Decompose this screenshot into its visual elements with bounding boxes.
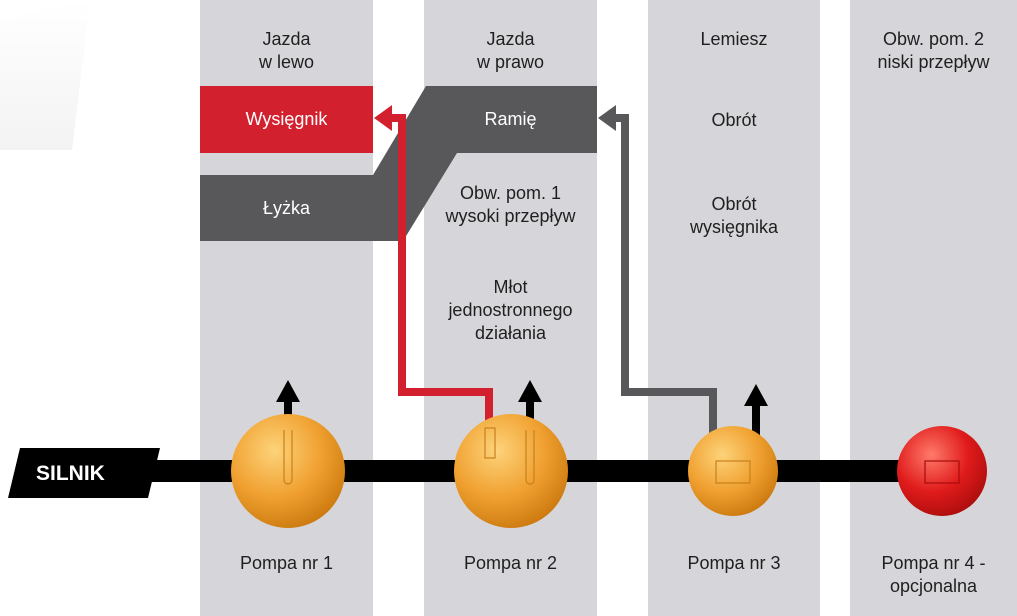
ramie-box: Ramię — [484, 109, 537, 129]
pump2-outlet-arrowhead — [518, 380, 542, 402]
pump-2 — [454, 414, 568, 528]
lyzka-box-bg — [200, 175, 373, 241]
pump-2-label: Pompa nr 2 — [463, 553, 558, 573]
pump-2-port — [484, 427, 496, 459]
pump-1 — [231, 414, 345, 528]
wysiegnik-box-bg — [200, 86, 373, 153]
pump-1-outline — [283, 430, 293, 485]
pump-1-label: Pompa nr 1 — [239, 553, 334, 573]
obrot-label: Obrót — [711, 110, 757, 130]
pump-4-label: Pompa nr 4 - opcjonalna — [881, 553, 986, 596]
pump3-to-ramie-line — [612, 114, 717, 440]
header-lemiesz: Lemiesz — [700, 29, 768, 49]
lyzka-box: Łyżka — [262, 197, 311, 218]
header-obw-pom-2: Obw. pom. 2 niski przepływ — [877, 29, 990, 72]
pump3-outlet-stem — [752, 404, 760, 446]
ramie-arrowhead — [598, 105, 616, 131]
pump-3-label: Pompa nr 3 — [687, 553, 781, 573]
obw-pom-1-label: Obw. pom. 1 wysoki przepływ — [445, 183, 576, 226]
pump2-to-wysiegnik-line — [388, 114, 493, 430]
pump-4-port — [924, 460, 960, 484]
mlot-label: Młot jednostronnego działania — [448, 277, 573, 343]
pump-2-outline — [525, 430, 535, 485]
decorative-panel — [0, 0, 90, 150]
wysiegnik-arrowhead — [374, 105, 392, 131]
pump1-outlet-arrowhead — [276, 380, 300, 402]
pump-3-port — [715, 460, 751, 484]
engine-label: SILNIK — [36, 462, 105, 485]
engine-label-bg — [8, 448, 160, 498]
pump3-outlet-arrowhead — [744, 384, 768, 406]
lyzka-ramie-connector — [373, 86, 597, 241]
pump-3 — [688, 426, 778, 516]
pump-4 — [897, 426, 987, 516]
header-jazda-w-prawo: Jazda w prawo — [476, 29, 545, 72]
header-jazda-w-lewo: Jazda w lewo — [258, 29, 315, 72]
obrot-wysiegnika-label: Obrót wysięgnika — [689, 194, 779, 237]
wysiegnik-box: Wysięgnik — [245, 109, 328, 129]
